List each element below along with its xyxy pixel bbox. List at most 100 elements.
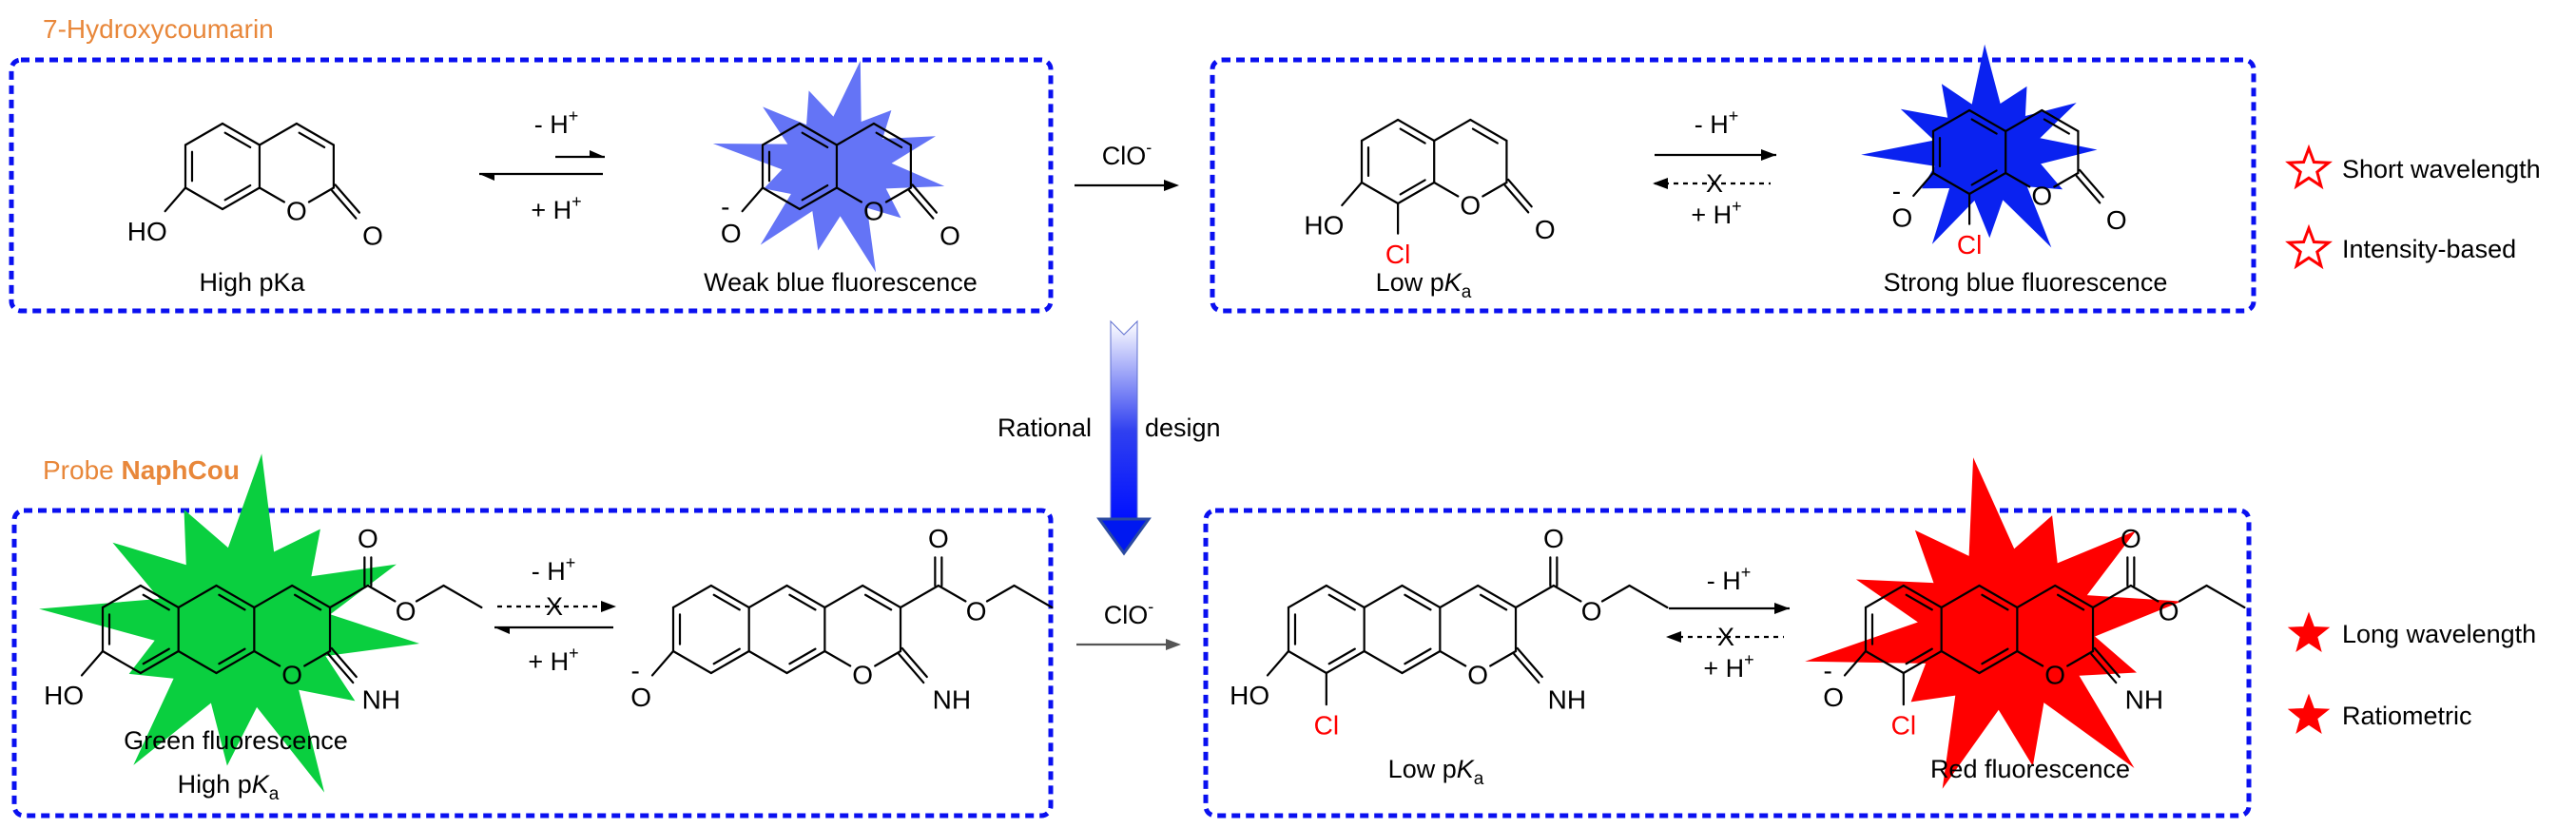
bond [2079,168,2104,199]
hollow-star-icon [2285,144,2333,190]
bond [2090,652,2118,684]
bond [863,593,893,611]
bond [1325,649,1365,675]
bond [2005,108,2043,133]
bond [1399,127,1426,144]
arrowhead [601,601,616,612]
proton-text: - H [532,557,566,586]
bond [1513,652,1540,684]
bond [295,122,335,146]
ring-oxygen-label: O [2044,661,2065,690]
arrowhead [1166,639,1181,650]
bond [785,584,826,609]
hypochlorite-label: ClO- [1104,597,1154,629]
protonation-label: + H+ [528,644,578,676]
bond [1433,118,1472,143]
bond [177,649,218,675]
reaction-arrows: - H++ H+- H+X+ H+- H+X+ H+- H+X+ H+ClO-C… [479,106,1790,683]
clo-text: ClO [1104,601,1149,629]
bond [650,649,675,677]
hydroxyl-label: HO [1230,681,1269,710]
pka-k: K [1457,755,1475,783]
ester-oxygen-label: O [1581,597,1602,626]
chlorine-label: Cl [1957,230,1982,260]
caption-low-pka: Low pKa [1376,268,1472,302]
bond [1600,584,1631,603]
carbonyl-oxygen-label: O [1535,215,1556,244]
fluorescence-glow [1805,457,2182,789]
bond [785,649,826,675]
chlorine-label: Cl [1385,240,1410,269]
bond [937,584,967,603]
bond [80,649,105,677]
ester-oxygen-label: O [396,597,416,626]
bond [218,593,246,611]
bond [1477,584,1518,609]
proton-text: - H [1707,567,1741,595]
molecules: OOHOOOO-OOHOClOOO-ClONHHOOOONHO-OOONHHOC… [39,44,2246,793]
bond [1013,584,1054,609]
bond [2129,584,2160,603]
bond [1905,647,1933,665]
proton-text: + H [528,647,569,676]
charge-superscript: + [1741,563,1752,582]
charge-superscript: + [566,553,576,572]
bond [1864,584,1905,609]
bond [1482,181,1508,198]
bond [884,186,912,203]
bond [1399,179,1426,196]
blocked-x-mark: X [546,592,563,621]
bond [1978,649,2019,675]
bond [1439,584,1480,609]
bond [2054,584,2095,609]
bond [1978,584,2019,609]
bond [366,584,397,603]
imine-nh-label: NH [1548,685,1586,715]
bond [823,649,852,667]
bond [184,122,224,146]
proton-text: + H [1703,654,1744,683]
bond [798,186,839,211]
bond [801,131,829,149]
legend-label: Long wavelength [2342,620,2536,648]
bond [1325,584,1365,609]
proton-text: - H [1695,110,1729,139]
phenolate-oxygen-label: O [1823,683,1844,712]
bond [2005,171,2031,188]
charge-superscript: + [571,192,582,211]
ring-oxygen-label: O [2031,182,2052,211]
bond [1507,178,1533,208]
bond [1404,647,1432,665]
bond [215,649,256,675]
bond [1404,593,1432,611]
bond [1327,647,1356,665]
charge-superscript: - [1148,597,1153,616]
bond [671,584,712,609]
hollow-star-icon [2285,223,2333,270]
phenolate-oxygen-label: O [721,219,742,248]
bond [712,593,741,611]
bond [327,652,355,684]
bond [1970,118,1998,135]
bond [761,122,802,146]
caption-strong-blue-fluorescence: Strong blue fluorescence [1884,268,2168,297]
bond [1401,649,1442,675]
bond [1968,171,2007,196]
bond [1940,584,1981,609]
caption-red-fluorescence: Red fluorescence [1930,755,2130,783]
bond [1968,108,2007,133]
bond [1479,593,1508,611]
arrowhead [1653,178,1668,189]
filled-star-icon [2287,611,2331,652]
ring-oxygen-label: O [863,197,884,226]
arrowhead [590,150,605,157]
carbonyl-oxygen-label: O [362,221,383,250]
bond [1981,647,2009,665]
bond [798,122,839,146]
bond [215,584,256,609]
charge-superscript: + [569,106,579,125]
bond [908,189,935,220]
